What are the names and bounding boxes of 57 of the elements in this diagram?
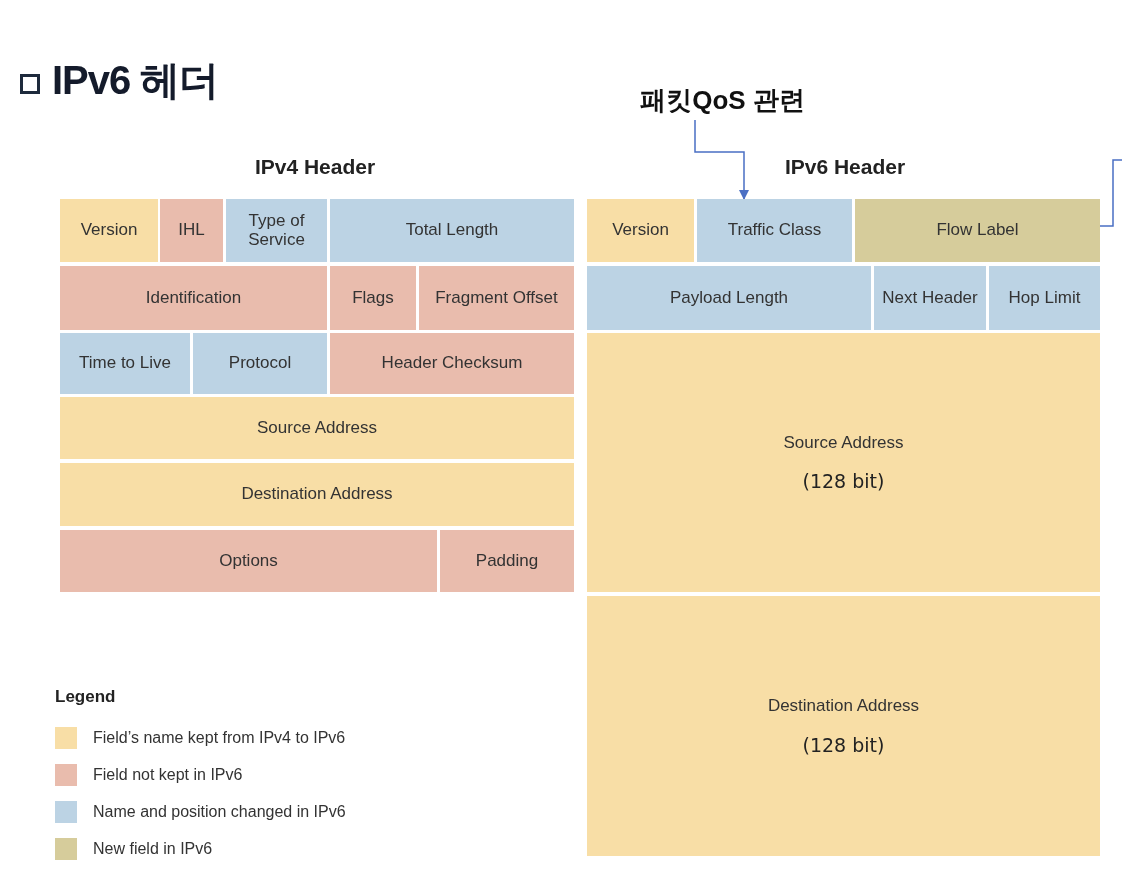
field-name: Options <box>219 551 278 571</box>
header-field <box>60 333 190 394</box>
header-field <box>160 199 223 262</box>
header-field <box>874 266 986 330</box>
field-name: Identification <box>145 288 242 308</box>
field-name: (128 bit) <box>802 735 885 755</box>
field-name: Hop Limit <box>1008 288 1081 308</box>
legend-text: Field’s name kept from IPv4 to IPv6 <box>93 728 346 748</box>
field-name: Source Address <box>257 418 377 438</box>
field-name: Flags <box>352 288 394 308</box>
field-name: (128 bit) <box>802 472 885 492</box>
header-field <box>330 199 574 262</box>
header-field <box>989 266 1100 330</box>
header-field <box>226 199 327 262</box>
field-name: Flow Label <box>936 221 1019 240</box>
legend-text: New field in IPv6 <box>93 839 213 859</box>
header-field <box>60 530 437 592</box>
header-field <box>193 333 327 394</box>
header-field <box>587 199 694 262</box>
field-name: Time to Live <box>79 354 171 373</box>
header-field <box>419 266 574 330</box>
header-field <box>855 199 1100 262</box>
field-name: Traffic Class <box>727 221 822 240</box>
header-field <box>60 199 158 262</box>
field-name: Destination Address <box>767 697 920 716</box>
annotation-text: 패킷QoS 관련 <box>640 83 805 117</box>
header-field <box>60 397 574 459</box>
field-name: Padding <box>475 551 539 571</box>
field-name: Payload Length <box>669 288 789 308</box>
field-name: Header Checksum <box>381 354 523 373</box>
header-heading: IPv6 Header <box>783 156 907 177</box>
header-heading: IPv4 Header <box>253 156 377 177</box>
header-field <box>330 333 574 394</box>
header-field <box>60 463 574 526</box>
field-name: Total Length <box>405 221 499 240</box>
header-field <box>60 266 327 330</box>
connector-line <box>1099 159 1122 227</box>
legend-text: Field not kept in IPv6 <box>93 765 243 785</box>
header-field <box>587 596 1100 856</box>
title: IPv6 헤더 <box>52 60 219 100</box>
field-name: Fragment Offset <box>435 288 558 308</box>
field-name: Source Address <box>783 433 904 453</box>
field-name: Version <box>80 221 138 240</box>
header-field <box>440 530 574 592</box>
header-field <box>697 199 852 262</box>
field-name: IHL <box>178 221 205 240</box>
header-field <box>587 266 871 330</box>
header-field <box>587 333 1100 592</box>
field-name: Version <box>612 221 669 240</box>
header-field <box>330 266 416 330</box>
legend-heading: Legend <box>55 688 117 705</box>
field-name: Protocol <box>228 354 292 373</box>
field-name: Destination Address <box>241 485 393 504</box>
arrow <box>694 119 749 200</box>
field-name: Type of Service <box>247 211 306 250</box>
legend-text: Name and position changed in IPv6 <box>93 802 346 822</box>
field-name: Next Header <box>882 288 978 308</box>
